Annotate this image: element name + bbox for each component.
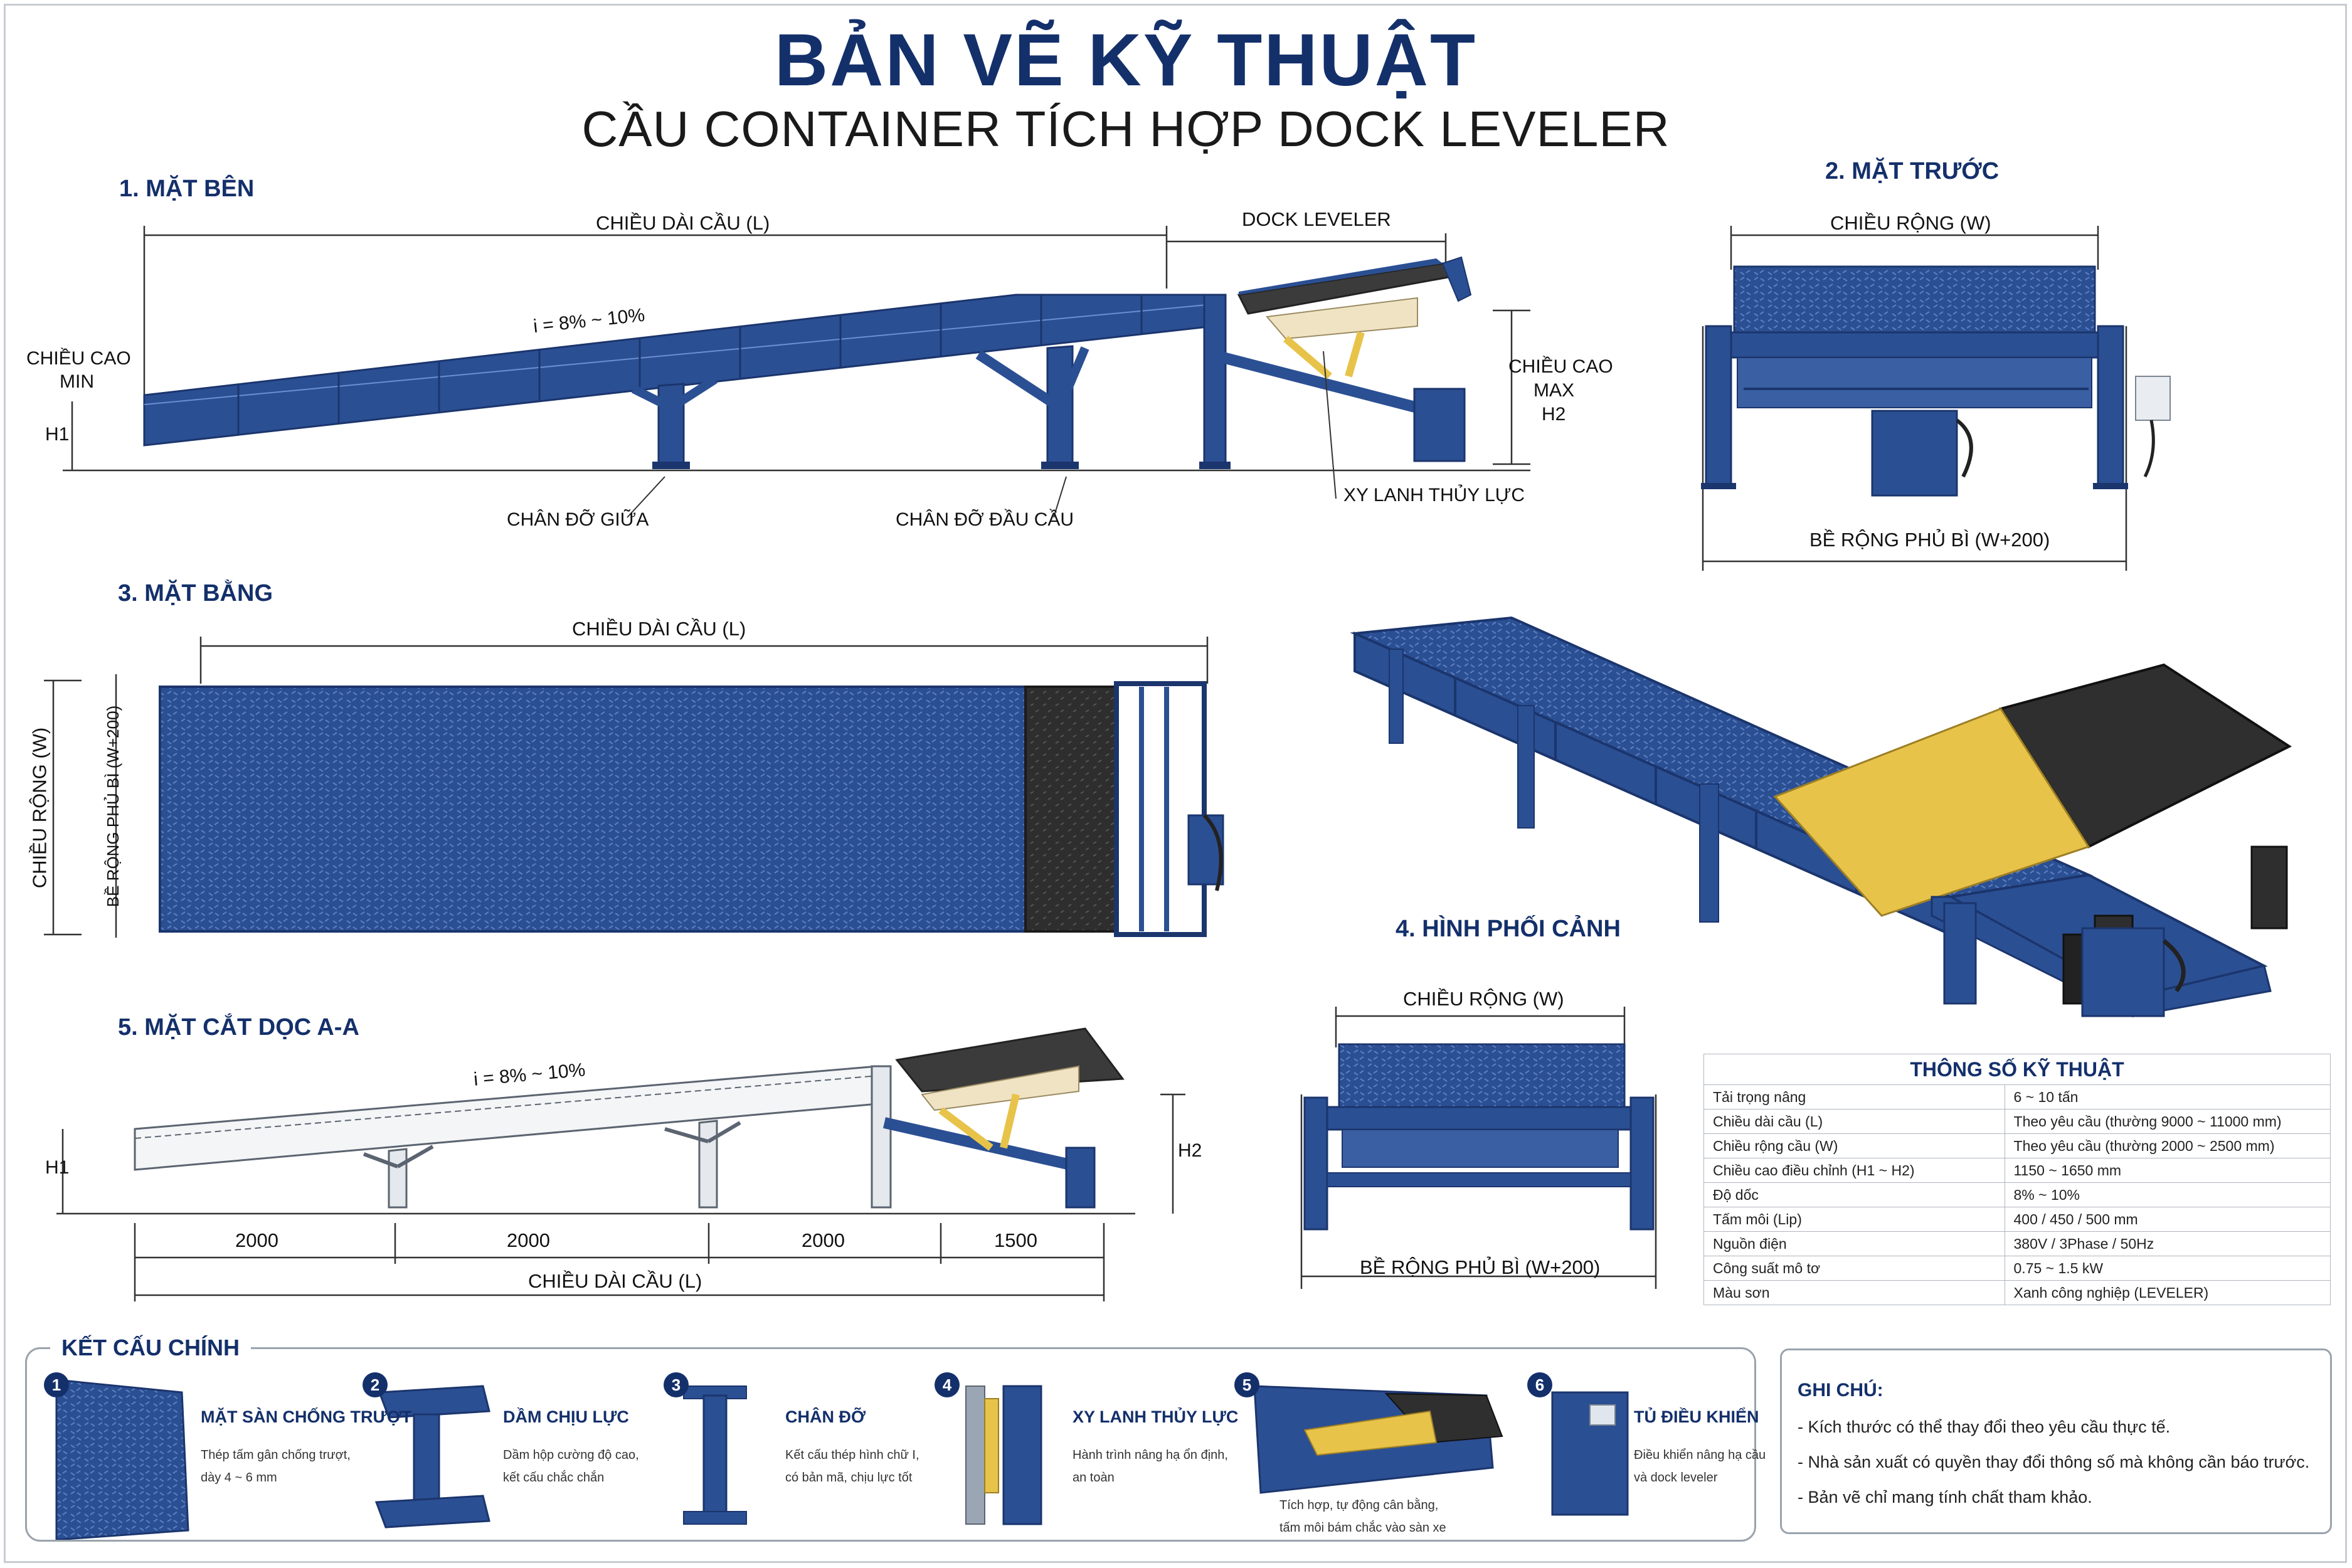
component-title-4: XY LANH THỦY LỰC: [1073, 1407, 1239, 1426]
component-number-5: 5: [1234, 1372, 1259, 1397]
small-front-view-drawing: [1300, 1007, 1657, 1289]
checker-plate-icon: [55, 1379, 189, 1541]
plan-width-label: CHIỀU RỘNG (W): [28, 727, 51, 889]
notes-box: [1780, 1348, 2332, 1534]
hydraulic-cylinder-icon: [965, 1385, 1042, 1525]
component-number-1: 1: [44, 1372, 69, 1397]
page-subtitle: CẦU CONTAINER TÍCH HỢP DOCK LEVELER: [581, 101, 1670, 157]
h2-label: H2: [1542, 404, 1566, 425]
max-height-label-1: CHIỀU CAO: [1508, 356, 1613, 377]
note-item-3: - Bản vẽ chỉ mang tính chất tham khảo.: [1798, 1488, 2092, 1507]
component-desc-3a: Kết cấu thép hình chữ I,: [785, 1448, 919, 1462]
table-row: Tấm môi (Lip)400 / 450 / 500 mm: [1703, 1207, 2331, 1232]
plan-overall-width-label: BỀ RỘNG PHỦ BÌ (W+200): [103, 705, 123, 908]
side-length-label: CHIỀU DÀI CẦU (L): [596, 212, 770, 234]
drawing-frame: [4, 4, 2347, 1563]
section-view-heading: 5. MẶT CẮT DỌC A-A: [118, 1014, 359, 1041]
component-desc-6a: Điều khiển nâng hạ cầu: [1634, 1448, 1766, 1462]
component-title-6: TỦ ĐIỀU KHIỂN: [1634, 1407, 1759, 1426]
component-desc-5b: tấm môi bám chắc vào sàn xe: [1279, 1521, 1446, 1535]
section-length-label: CHIỀU DÀI CẦU (L): [528, 1270, 702, 1292]
max-height-label-2: MAX: [1534, 380, 1575, 401]
perspective-view-drawing: [1350, 616, 2292, 1018]
component-number-3: 3: [664, 1372, 689, 1397]
component-desc-3b: có bản mã, chịu lực tốt: [785, 1471, 913, 1485]
table-row: Chiều cao điều chỉnh (H1 ~ H2)1150 ~ 165…: [1703, 1158, 2331, 1183]
page-title: BẢN VẼ KỸ THUẬT: [774, 19, 1478, 102]
table-row: Chiều dài cầu (L)Theo yêu cầu (thường 90…: [1703, 1109, 2331, 1134]
spec-table-title: THÔNG SỐ KỸ THUẬT: [1703, 1054, 2331, 1085]
side-view-ramp: [143, 256, 1472, 469]
table-row: Chiều rộng cầu (W)Theo yêu cầu (thường 2…: [1703, 1133, 2331, 1158]
component-desc-5a: Tích hợp, tự động cân bằng,: [1279, 1498, 1439, 1512]
end-support-label: CHÂN ĐỠ ĐẦU CẦU: [896, 509, 1074, 530]
section-view-drawing: [56, 1027, 1185, 1301]
min-height-label-2: MIN: [60, 371, 94, 392]
plan-view-drawing: [44, 637, 1224, 938]
plan-length-label: CHIỀU DÀI CẦU (L): [572, 618, 746, 640]
i-beam-icon: [374, 1385, 490, 1528]
component-title-1: MẶT SÀN CHỐNG TRƯỢT: [201, 1407, 412, 1426]
component-desc-4a: Hành trình nâng hạ ổn định,: [1073, 1448, 1228, 1462]
front-view-drawing: [1701, 226, 2171, 571]
front-overall-width-label: BỀ RỘNG PHỦ BÌ (W+200): [1809, 529, 2050, 551]
span-label-2: 2000: [507, 1229, 550, 1251]
component-title-2: DẦM CHỊU LỰC: [503, 1407, 629, 1426]
component-desc-1b: dày 4 ~ 6 mm: [201, 1471, 277, 1485]
h1-label: H1: [45, 424, 70, 445]
section-h1-label: H1: [45, 1157, 70, 1178]
span-label-1: 2000: [235, 1229, 278, 1251]
span-label-3: 2000: [802, 1229, 845, 1251]
component-desc-6b: và dock leveler: [1634, 1471, 1718, 1485]
side-view-heading: 1. MẶT BÊN: [119, 176, 255, 202]
components-heading: KẾT CẤU CHÍNH: [50, 1335, 251, 1361]
dock-leveler-label: DOCK LEVELER: [1242, 208, 1391, 230]
span-label-4: 1500: [994, 1229, 1037, 1251]
control-cabinet-icon: [1551, 1391, 1629, 1516]
mid-support-label: CHÂN ĐỠ GIỮA: [507, 509, 649, 530]
component-title-3: CHÂN ĐỠ: [785, 1407, 866, 1426]
component-number-4: 4: [935, 1372, 960, 1397]
notes-title: GHI CHÚ:: [1798, 1380, 1883, 1401]
front-width-label: CHIỀU RỘNG (W): [1830, 212, 1991, 234]
support-leg-icon: [683, 1385, 747, 1525]
note-item-1: - Kích thước có thể thay đổi theo yêu cầ…: [1798, 1417, 2171, 1436]
front-view-heading: 2. MẶT TRƯỚC: [1825, 158, 2000, 184]
component-desc-2b: kết cấu chắc chắn: [503, 1471, 605, 1485]
perspective-width-label: CHIỀU RỘNG (W): [1403, 988, 1564, 1010]
dock-leveler-icon: [1253, 1385, 1503, 1494]
plan-view-heading: 3. MẶT BẰNG: [118, 580, 273, 607]
component-number-2: 2: [363, 1372, 388, 1397]
perspective-overall-width-label: BỀ RỘNG PHỦ BÌ (W+200): [1360, 1256, 1601, 1278]
component-desc-1a: Thép tấm gân chống trượt,: [201, 1448, 351, 1462]
note-item-2: - Nhà sản xuất có quyền thay đổi thông s…: [1798, 1453, 2310, 1471]
component-desc-2a: Dầm hộp cường độ cao,: [503, 1448, 639, 1462]
min-height-label-1: CHIỀU CAO: [26, 348, 131, 369]
side-length-dimension: [63, 226, 1530, 472]
perspective-view-heading: 4. HÌNH PHỐI CẢNH: [1396, 916, 1621, 942]
component-desc-4b: an toàn: [1073, 1471, 1115, 1485]
section-h2-label: H2: [1178, 1140, 1202, 1161]
component-number-6: 6: [1527, 1372, 1552, 1397]
cylinder-label: XY LANH THỦY LỰC: [1343, 485, 1525, 506]
components-panel: [25, 1347, 1756, 1542]
